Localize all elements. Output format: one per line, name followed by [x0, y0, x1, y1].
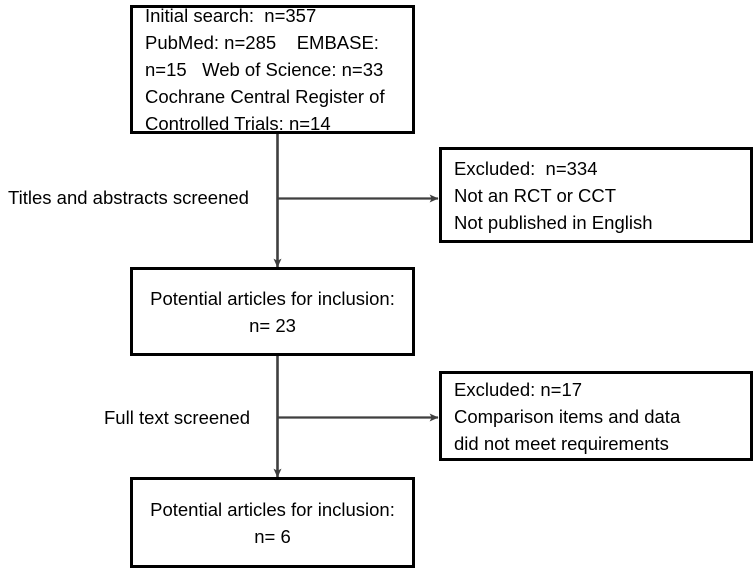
box-potential-articles-6-line-1: Potential articles for inclusion: [150, 498, 395, 520]
box-excluded-screening-line-1: Excluded: n=334 [454, 157, 598, 179]
box-potential-articles-6: Potential articles for inclusion: n= 6 [130, 477, 415, 568]
edge-label-titles-abstracts-screened: Titles and abstracts screened [8, 187, 249, 208]
box-potential-articles-23-line-1: Potential articles for inclusion: [150, 287, 395, 309]
box-potential-articles-23: Potential articles for inclusion: n= 23 [130, 267, 415, 356]
box-excluded-screening-line-2: Not an RCT or CCT [454, 184, 617, 206]
box-excluded-screening: Excluded: n=334 Not an RCT or CCT Not pu… [439, 147, 753, 243]
edge-label-full-text-screened: Full text screened [104, 407, 251, 428]
box-potential-articles-6-line-2: n= 6 [254, 525, 291, 547]
box-excluded-screening-line-3: Not published in English [454, 211, 653, 233]
box-excluded-fulltext-line-3: did not meet requirements [454, 432, 669, 454]
box-initial-search-line-2: PubMed: n=285 EMBASE: [145, 32, 379, 53]
box-initial-search-line-3: n=15 Web of Science: n=33 [145, 59, 384, 80]
box-excluded-fulltext: Excluded: n=17 Comparison items and data… [439, 371, 753, 461]
box-initial-search: Initial search: n=357 PubMed: n=285 EMBA… [130, 5, 415, 134]
box-excluded-fulltext-line-1: Excluded: n=17 [454, 378, 583, 400]
box-initial-search-line-4: Cochrane Central Register of [145, 86, 385, 107]
box-potential-articles-23-line-2: n= 23 [249, 314, 296, 336]
box-initial-search-line-1: Initial search: n=357 [145, 5, 317, 26]
box-initial-search-line-5: Controlled Trials: n=14 [145, 113, 331, 134]
box-excluded-fulltext-line-2: Comparison items and data [454, 405, 681, 427]
